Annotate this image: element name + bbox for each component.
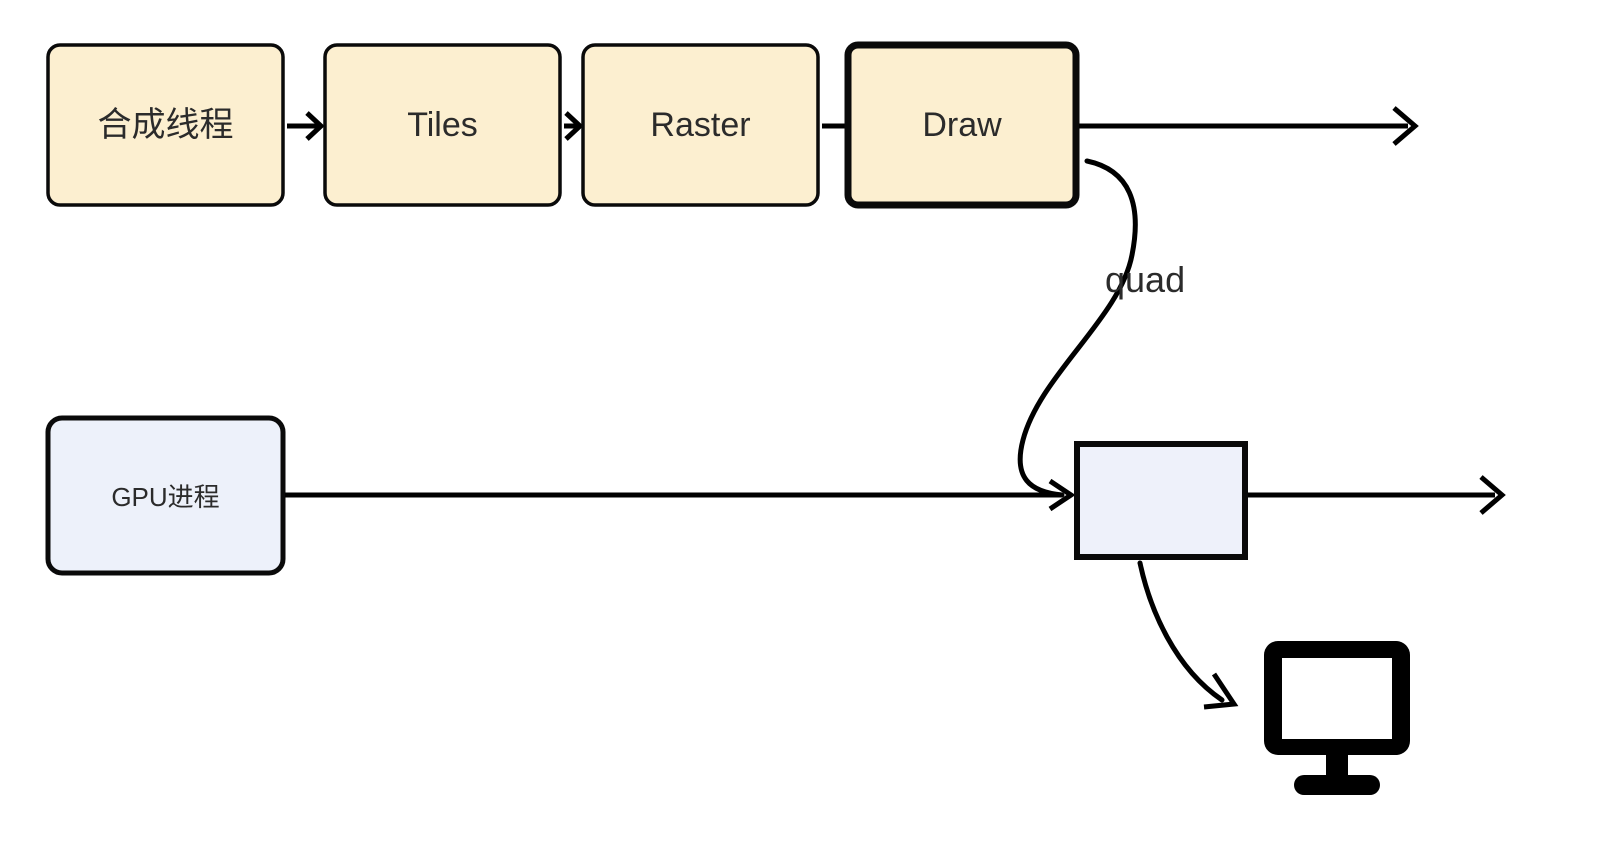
gpu-timeline-out-arrowhead (1479, 475, 1506, 515)
tiles-box[interactable] (323, 43, 562, 207)
monitor-base (1294, 775, 1380, 795)
edge-draw-to-gpu-task: quad (1017, 158, 1185, 512)
node-gpu-task[interactable] (1074, 441, 1248, 560)
raster-box[interactable] (581, 43, 820, 207)
gpu-process-label: GPU进程 (111, 482, 219, 512)
display-arrowhead (1203, 672, 1239, 710)
edge-draw-timeline (1079, 106, 1419, 146)
quad-curve (1017, 158, 1138, 498)
draw-label: Draw (922, 106, 1002, 144)
node-draw[interactable]: Draw (844, 41, 1080, 209)
gpu-task-box[interactable] (1074, 441, 1248, 560)
tiles-label: Tiles (407, 106, 478, 144)
composite-thread-box[interactable] (46, 43, 285, 207)
edge-gpu-task-to-display (1137, 560, 1239, 710)
tiles-to-raster-arrowhead (564, 111, 584, 141)
edge-composite-to-tiles (287, 111, 325, 141)
edge-gpu-timeline-out (1248, 475, 1506, 515)
display-curve (1137, 560, 1225, 703)
edge-tiles-to-raster (564, 111, 584, 141)
monitor-neck (1326, 755, 1348, 781)
node-tiles[interactable]: Tiles (323, 43, 562, 207)
composite-to-tiles-arrowhead (305, 111, 325, 141)
raster-label: Raster (650, 106, 750, 144)
quad-edge-label: quad (1105, 259, 1185, 300)
monitor-screen (1282, 658, 1392, 739)
node-gpu-process[interactable]: GPU进程 (45, 415, 286, 576)
quad-arrowhead (1048, 478, 1076, 512)
gpu-process-box[interactable] (45, 415, 286, 576)
monitor-icon (1264, 641, 1410, 795)
node-composite-thread[interactable]: 合成线程 (46, 43, 285, 207)
node-raster[interactable]: Raster (581, 43, 820, 207)
draw-timeline-arrowhead (1392, 106, 1419, 146)
composite-thread-label: 合成线程 (98, 106, 234, 144)
draw-box[interactable] (844, 41, 1080, 209)
